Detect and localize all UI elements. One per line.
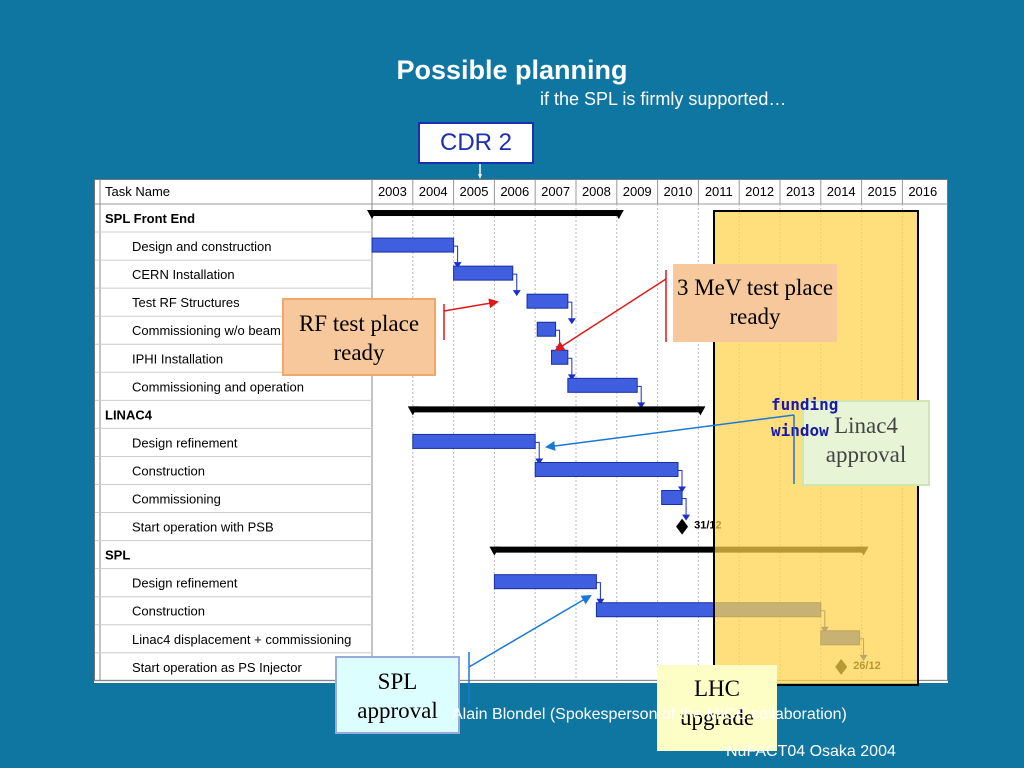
- lhc-upgrade-callout: LHC upgrade: [657, 665, 777, 751]
- gantt-link: [682, 498, 687, 518]
- gantt-summary-cap: [695, 406, 706, 416]
- gantt-summary-bar: [494, 546, 864, 553]
- gantt-task-bar: [567, 377, 638, 393]
- gantt-year-label: 2007: [541, 184, 570, 199]
- gantt-year-label: 2005: [460, 184, 489, 199]
- gantt-year-label: 2013: [786, 184, 815, 199]
- gantt-task-name: SPL Front End: [105, 211, 195, 226]
- footer-credit: Alain Blondel (Spokesperson of the MICE …: [452, 706, 847, 723]
- gantt-task-header: Task Name: [105, 184, 170, 199]
- cdr-down-arrow-icon: [478, 164, 482, 179]
- gantt-summary-cap: [489, 546, 500, 556]
- gantt-year-label: 2009: [623, 184, 652, 199]
- gantt-link-arrowhead: [512, 290, 521, 297]
- gantt-task-bar: [536, 321, 557, 337]
- gantt-task-name: Construction: [132, 604, 205, 619]
- gantt-task-name: LINAC4: [105, 407, 153, 422]
- gantt-task-name: Design and construction: [132, 239, 271, 254]
- gantt-header: [94, 179, 948, 205]
- gantt-summary-bar: [372, 210, 619, 217]
- gantt-year-label: 2010: [664, 184, 693, 199]
- gantt-task-name: Commissioning w/o beam: [132, 323, 281, 338]
- gantt-task-name: Design refinement: [132, 435, 238, 450]
- gantt-link: [535, 441, 540, 462]
- gantt-year-label: 2015: [868, 184, 897, 199]
- gantt-task-name: Start operation with PSB: [132, 520, 274, 535]
- gantt-link-arrowhead: [596, 598, 605, 605]
- gantt-task-name: IPHI Installation: [132, 351, 223, 366]
- gantt-link: [453, 245, 459, 266]
- gantt-year-label: 2014: [827, 184, 856, 199]
- spl-approval-callout: SPL approval: [335, 656, 460, 734]
- gantt-task-bar: [526, 293, 569, 309]
- gantt-summary-bar: [412, 406, 701, 413]
- gantt-task-name: Commissioning and operation: [132, 379, 304, 394]
- slide-subtitle: if the SPL is firmly supported…: [540, 89, 787, 109]
- gantt-task-name: Test RF Structures: [132, 295, 240, 310]
- gantt-year-label: 2004: [419, 184, 448, 199]
- gantt-summary-cap: [367, 210, 377, 220]
- gantt-link-arrowhead: [453, 262, 462, 269]
- linac4-approval-callout: Linac4 approval: [802, 400, 930, 486]
- gantt-year-label: 2006: [500, 184, 529, 199]
- gantt-year-label: 2003: [378, 184, 407, 199]
- gantt-task-name: SPL: [105, 548, 130, 563]
- gantt-milestone-diamond: [676, 518, 689, 535]
- gantt-link-arrowhead: [535, 458, 544, 465]
- rf-test-callout: RF test place ready: [282, 298, 436, 376]
- gantt-task-name: CERN Installation: [132, 267, 235, 282]
- gantt-task-bar: [534, 461, 679, 477]
- gantt-link: [512, 273, 518, 294]
- gantt-link-arrowhead: [567, 374, 576, 381]
- gantt-link: [596, 582, 601, 602]
- gantt-year-label: 2012: [745, 184, 774, 199]
- slide-title: Possible planning: [396, 55, 628, 85]
- gantt-task-name: Start operation as PS Injector: [132, 660, 302, 675]
- gantt-year-label: 2011: [705, 184, 733, 199]
- funding-label-line2: window: [771, 421, 829, 440]
- gantt-task-name: Design refinement: [132, 576, 238, 591]
- gantt-summary-cap: [613, 210, 624, 220]
- gantt-link: [637, 385, 642, 406]
- gantt-task-name: Linac4 displacement + commissioning: [132, 632, 351, 647]
- gantt-task-name: Commissioning: [132, 492, 221, 507]
- gantt-task-bar: [453, 265, 514, 281]
- gantt-task-bar: [661, 490, 683, 506]
- gantt-border: [94, 179, 948, 681]
- gantt-link: [678, 469, 683, 490]
- gantt-link-arrowhead: [682, 514, 691, 521]
- gantt-task-name: Construction: [132, 463, 205, 478]
- gantt-link: [567, 357, 573, 378]
- mev-test-callout: 3 MeV test place ready: [673, 264, 837, 342]
- footer-conference: NuFACT04 Osaka 2004: [726, 743, 896, 760]
- gantt-link-arrowhead: [637, 402, 646, 409]
- funding-window-label: funding window: [771, 392, 838, 444]
- gantt-link-arrowhead: [567, 318, 576, 325]
- gantt-year-label: 2008: [582, 184, 611, 199]
- gantt-summary-cap: [407, 406, 418, 416]
- gantt-task-bar: [371, 237, 455, 253]
- gantt-link-arrowhead: [678, 486, 686, 493]
- gantt-task-bar: [551, 349, 569, 365]
- cdr-label-box: CDR 2: [418, 122, 534, 164]
- gantt-task-bar: [493, 574, 597, 590]
- gantt-task-bar: [412, 433, 536, 449]
- funding-label-line1: funding: [771, 395, 839, 414]
- gantt-year-label: 2016: [908, 184, 937, 199]
